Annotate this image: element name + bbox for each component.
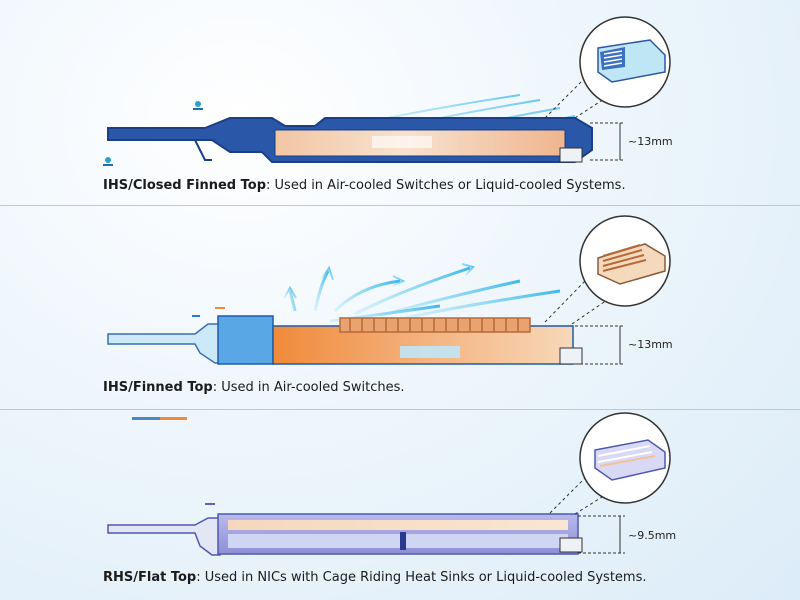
qsfp-module-flat (107, 513, 583, 556)
divider (0, 205, 800, 206)
section-ihs-closed-finned-top: ~13mm IHS/Closed Finned Top: Used in Air… (0, 0, 800, 205)
caption-description: : Used in Air-cooled Switches or Liquid-… (266, 178, 626, 193)
height-dimension: ~13mm (575, 325, 673, 365)
qsfp-module-finned (107, 315, 583, 365)
zoom-callout-fins (544, 215, 671, 325)
section-ihs-finned-top: ~13mm IHS/Finned Top: Used in Air-cooled… (0, 206, 800, 409)
divider (0, 409, 800, 410)
module-diagram-flat: ~9.5mm (107, 412, 676, 556)
dimension-label: ~9.5mm (628, 529, 676, 542)
qsfp-module-closed (107, 117, 593, 163)
zoom-callout-flat (549, 412, 671, 515)
caption-description: : Used in NICs with Cage Riding Heat Sin… (196, 570, 647, 585)
airflow-arrows (283, 263, 561, 323)
caption-title: IHS/Finned Top (103, 380, 213, 395)
module-diagram-finned: ~13mm (107, 215, 673, 365)
caption-title: RHS/Flat Top (103, 570, 197, 585)
height-dimension: ~9.5mm (578, 515, 676, 554)
zoom-callout-closed-fins (544, 16, 671, 119)
module-diagram-closed-finned: ~13mm (103, 16, 673, 166)
marker-icons (103, 101, 203, 166)
section-rhs-flat-top: ~9.5mm RHS/Flat Top: Used in NICs with C… (0, 410, 800, 600)
caption-title: IHS/Closed Finned Top (103, 178, 267, 193)
caption: RHS/Flat Top: Used in NICs with Cage Rid… (103, 570, 646, 585)
caption-description: : Used in Air-cooled Switches. (212, 380, 405, 395)
marker-icons (192, 307, 225, 317)
height-dimension: ~13mm (590, 122, 673, 161)
marker-icons (132, 417, 215, 505)
dimension-label: ~13mm (628, 135, 673, 148)
dimension-label: ~13mm (628, 338, 673, 351)
heat-fins (339, 317, 531, 333)
caption: IHS/Closed Finned Top: Used in Air-coole… (103, 178, 626, 193)
caption: IHS/Finned Top: Used in Air-cooled Switc… (103, 380, 405, 395)
